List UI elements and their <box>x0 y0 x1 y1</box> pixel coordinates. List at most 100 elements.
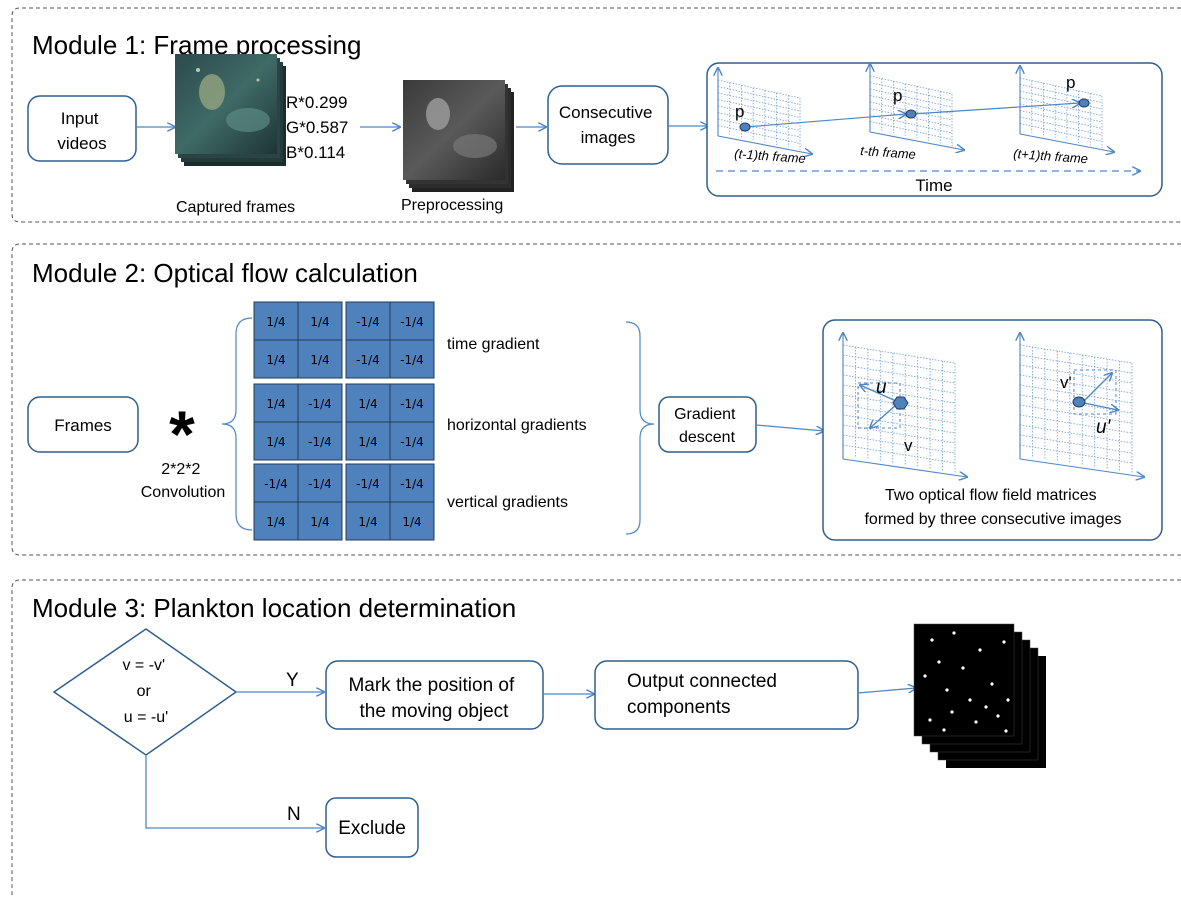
kernel-bracket <box>221 317 253 531</box>
point-p-3 <box>1078 98 1090 108</box>
kernel-cell <box>253 339 299 379</box>
flow-grid-1 <box>843 333 967 477</box>
frame-label-1: (t-1)th frame <box>734 146 806 166</box>
kernel-cell-value: -1/4 <box>400 315 424 329</box>
frames-label: Frames <box>54 416 112 435</box>
kernel-cell-value: -1/4 <box>356 477 380 491</box>
kernel-cell <box>345 463 391 503</box>
kernel-cell-value: 1/4 <box>310 315 329 329</box>
kernel-cell <box>345 383 391 423</box>
yes-label: Y <box>286 670 299 691</box>
kernel-cell <box>345 339 391 379</box>
condition-label: v = -v' or u = -u' <box>122 657 169 726</box>
kernel-cell-value: -1/4 <box>400 435 424 449</box>
trajectory-2 <box>911 103 1080 115</box>
kernel-cell-value: -1/4 <box>308 397 332 411</box>
kernel-cell-value: 1/4 <box>266 353 285 367</box>
output-components-box[interactable] <box>594 660 859 730</box>
grid-frame-3 <box>1020 66 1114 152</box>
kernel-cell <box>253 421 299 461</box>
kernel-cell-value: -1/4 <box>308 477 332 491</box>
flow-field-2 <box>1072 369 1118 415</box>
module-2-border <box>11 243 1181 556</box>
mark-position-box[interactable] <box>325 660 544 730</box>
kernel-cell-value: -1/4 <box>400 353 424 367</box>
exclude-box[interactable] <box>325 797 419 858</box>
kernel-cell-value: 1/4 <box>266 315 285 329</box>
time-label: Time <box>915 176 952 195</box>
kernel-cell <box>389 463 435 503</box>
module-1-border <box>11 7 1181 223</box>
input-videos-label: Input videos <box>57 109 106 153</box>
point-label-2: p <box>893 86 902 105</box>
kernel-cell <box>297 421 343 461</box>
kernel-cell <box>389 421 435 461</box>
kernel-cell <box>297 339 343 379</box>
kernel-cell-value: 1/4 <box>310 353 329 367</box>
flow-label-u-prime: u' <box>1096 417 1112 438</box>
flow-grids <box>843 333 1144 477</box>
connected-components-image <box>913 623 1046 768</box>
preprocessing-caption: Preprocessing <box>401 197 503 214</box>
mark-position-label: Mark the position of the moving object <box>348 675 519 722</box>
frame-label-2: t-th frame <box>860 143 917 162</box>
kernel-cell <box>297 463 343 503</box>
kernel-cell <box>389 383 435 423</box>
kernel-label-horizontal: horizontal gradients <box>447 417 587 434</box>
captured-frames-caption: Captured frames <box>176 199 295 216</box>
input-videos-box[interactable] <box>27 95 137 162</box>
flow-label-u: u <box>876 377 887 398</box>
flow-label-v-prime: v' <box>1060 373 1072 392</box>
kernel-cell-value: -1/4 <box>400 397 424 411</box>
trajectory-1 <box>745 114 906 128</box>
kernel-label-vertical: vertical gradients <box>447 494 568 511</box>
kernel-cell-value: 1/4 <box>266 397 285 411</box>
kernel-cell-value: 1/4 <box>266 435 285 449</box>
gradient-descent-box[interactable] <box>658 396 757 453</box>
output-components-label: Output connected components <box>627 671 782 718</box>
kernel-cell-value: -1/4 <box>356 315 380 329</box>
preprocessing-image <box>403 80 514 192</box>
point-label-3: p <box>1066 73 1075 92</box>
arrow-gradient-to-flow <box>755 424 824 431</box>
kernel-cell-value: -1/4 <box>308 435 332 449</box>
kernel-cell <box>389 501 435 541</box>
gradient-descent-label: Gradient descent <box>674 406 740 446</box>
flow-label-v: v <box>904 436 913 455</box>
kernel-cell <box>389 339 435 379</box>
kernel-label-time: time gradient <box>447 336 540 353</box>
gray-weights: R*0.299 G*0.587 B*0.114 <box>286 93 353 162</box>
convolution-label: 2*2*2 Convolution <box>141 461 226 501</box>
kernel-cell <box>297 301 343 341</box>
kernel-cell <box>297 501 343 541</box>
module-1: Module 1: Frame processing Input videos … <box>11 7 1181 223</box>
frame-label-3: (t+1)th frame <box>1013 146 1089 166</box>
kernel-cell <box>253 501 299 541</box>
kernel-cell-value: -1/4 <box>264 477 288 491</box>
flow-field-1 <box>857 382 909 428</box>
right-bracket <box>625 321 655 535</box>
point-label-1: p <box>735 102 744 121</box>
kernel-cell-value: 1/4 <box>358 397 377 411</box>
no-label: N <box>287 804 301 825</box>
kernel-cell-value: 1/4 <box>358 515 377 529</box>
consecutive-images-label: Consecutive images <box>559 103 657 147</box>
module-3: Module 3: Plankton location determinatio… <box>11 579 1181 897</box>
point-p-1 <box>739 122 751 132</box>
arrow-no <box>145 755 324 828</box>
optical-flow-panel <box>822 319 1163 541</box>
frames-box[interactable] <box>27 396 139 453</box>
gradient-kernels: 1/4 1/4 1/4 1/4 -1/4 -1/4 -1/4 -1/4 1/4 -1/4 1/4 -1… <box>253 301 435 541</box>
kernel-cell-value: -1/4 <box>356 353 380 367</box>
kernel-cell <box>253 463 299 503</box>
kernel-cell <box>297 383 343 423</box>
consecutive-images-box[interactable] <box>547 85 669 165</box>
kernel-cell-value: 1/4 <box>358 435 377 449</box>
module-2-title: Module 2: Optical flow calculation <box>32 258 418 288</box>
captured-frames-image <box>175 54 286 166</box>
grid-frame-2 <box>870 64 964 150</box>
convolution-symbol: * <box>169 397 195 471</box>
module-2: Module 2: Optical flow calculation Frame… <box>11 243 1181 556</box>
exclude-label: Exclude <box>338 818 406 839</box>
